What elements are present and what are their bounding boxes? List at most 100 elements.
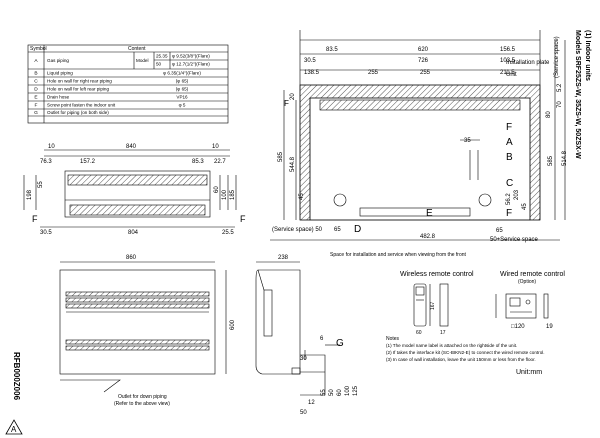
- dim-inst-255b: 255: [420, 70, 431, 76]
- note-3: (3) In case of wall installation, leave …: [386, 357, 536, 362]
- dim-inst-56: 56.2: [506, 193, 512, 205]
- dim-inst-156: 156.5: [500, 47, 516, 53]
- dim-side-185: 185: [230, 189, 236, 200]
- dim-inst-138: 138.5: [304, 70, 320, 76]
- dim-front-600: 600: [230, 319, 236, 330]
- dim-inst-203: 203: [514, 189, 520, 200]
- label-service-space-bottom: 50+Service space: [490, 237, 539, 243]
- wireless-remote: [413, 283, 449, 327]
- dim-inst-65-left: 65: [334, 227, 341, 233]
- wired-remote-title: Wired remote control: [500, 271, 565, 278]
- sidebar-heading: (1) Indoor units: [584, 30, 591, 81]
- label-f-inst-left: F: [284, 99, 289, 108]
- label-service-space-right: (Service space): [554, 36, 560, 78]
- label-f-right: F: [240, 214, 246, 224]
- note-2: (2) If takes the interface kit (SC-BIKN2…: [386, 350, 545, 355]
- table-model-value: φ 9.52(3/8")(Flare): [172, 54, 210, 59]
- dim-g-50b: 50: [300, 410, 307, 416]
- dim-g-30: 30: [300, 356, 307, 362]
- wireless-remote-title: Wireless remote control: [400, 271, 474, 278]
- detail-g: [300, 344, 340, 396]
- top-view: [23, 149, 237, 228]
- dim-side-55: 55: [38, 181, 44, 188]
- table-value: VP16: [176, 95, 188, 100]
- dim-top-85: 85.3: [192, 159, 204, 165]
- dim-top-10b: 10: [212, 144, 219, 150]
- table-value: φ 5: [179, 103, 186, 108]
- table-symbol: E: [34, 95, 37, 101]
- table-symbol: D: [34, 87, 38, 93]
- symbol-table: [27, 44, 229, 124]
- notes-title: Notes: [386, 336, 400, 342]
- table-symbol: A: [34, 58, 38, 64]
- table-content: Screw point fasten the indoor unit: [47, 103, 116, 108]
- drawing-rev: A: [11, 425, 17, 434]
- dim-wireless-60: 60: [416, 330, 422, 336]
- table-content: Outlet for piping (on both side): [47, 110, 109, 115]
- dim-top-840: 840: [126, 144, 137, 150]
- dim-inst-70: 70: [557, 101, 563, 108]
- table-model-value: φ 12.7(1/2")(Flare): [172, 62, 210, 67]
- side-view: [255, 261, 301, 375]
- drawing-number: RFB000Z006: [12, 352, 21, 401]
- dim-top-76: 76.3: [40, 159, 52, 165]
- table-symbol: G: [34, 110, 38, 116]
- dim-inst-514: 514.8: [562, 150, 568, 166]
- table-symbol: F: [35, 103, 38, 109]
- dim-inst-5: 5.2: [557, 83, 563, 92]
- dim-g-55: 55: [321, 389, 327, 396]
- installation-view: [270, 30, 566, 241]
- table-content: Hole on wall for right rear piping: [47, 79, 112, 84]
- dim-inst-45-left: 45: [299, 193, 305, 200]
- outlet-note-2: (Refer to the above view): [114, 401, 170, 407]
- table-value: (φ 65): [176, 87, 189, 92]
- dim-inst-620: 620: [418, 47, 429, 53]
- label-e: E: [426, 208, 433, 219]
- label-f-right-bottom: F: [506, 208, 512, 219]
- dim-g-50: 50: [329, 389, 335, 396]
- note-1: (1) The model name label is attached on …: [386, 343, 517, 348]
- installation-caption: Space for installation and service when …: [330, 252, 467, 258]
- table-content: Drain hose: [47, 95, 70, 100]
- dim-inst-35: 35: [464, 138, 471, 144]
- dim-inst-726: 726: [418, 58, 429, 64]
- unit-label: Unit:mm: [516, 369, 542, 376]
- table-model-size: 25.35: [156, 54, 168, 59]
- dim-inst-103: 103.5: [500, 58, 516, 64]
- wired-remote: [495, 293, 549, 319]
- label-c: C: [506, 178, 513, 189]
- dim-inst-211: 211.5: [500, 70, 515, 76]
- dim-inst-544: 544.8: [290, 156, 296, 172]
- dim-bottom-804: 804: [128, 230, 139, 236]
- table-content: Hole on wall for left rear piping: [47, 87, 109, 92]
- dim-top-157: 157.2: [80, 159, 96, 165]
- label-f-left: F: [32, 214, 38, 224]
- table-content: Liquid piping: [47, 71, 73, 76]
- label-d: D: [354, 224, 361, 235]
- dim-g-125: 125: [353, 385, 359, 396]
- dim-inst-service-50: (Service space) 50: [272, 227, 323, 233]
- table-content: Gas piping: [47, 58, 69, 63]
- dim-bottom-25: 25.5: [222, 230, 234, 236]
- table-value: φ 6.35(1/4")(Flare): [163, 71, 201, 76]
- label-a: A: [506, 137, 513, 148]
- dim-side-198: 198: [27, 189, 33, 200]
- dim-g-100: 100: [345, 385, 351, 396]
- front-view: [59, 261, 227, 393]
- dim-inst-482: 482.8: [420, 234, 436, 240]
- dim-wired-120: □120: [511, 324, 525, 330]
- outlet-note-1: Outlet for down piping: [118, 394, 167, 400]
- sidebar-models: Models SRF25ZS-W, 35ZS-W, 50ZSX-W: [574, 30, 581, 159]
- dim-inst-255a: 255: [368, 70, 379, 76]
- dim-top-22: 22.7: [214, 159, 226, 165]
- label-g: G: [336, 338, 344, 349]
- label-f-right-top: F: [506, 122, 512, 133]
- table-symbol: B: [34, 71, 37, 77]
- dim-top-10a: 10: [48, 144, 55, 150]
- dim-g-6: 6: [320, 336, 324, 342]
- dim-wireless-17: 17: [440, 330, 446, 336]
- label-installation-plate: Installation plate: [506, 60, 550, 66]
